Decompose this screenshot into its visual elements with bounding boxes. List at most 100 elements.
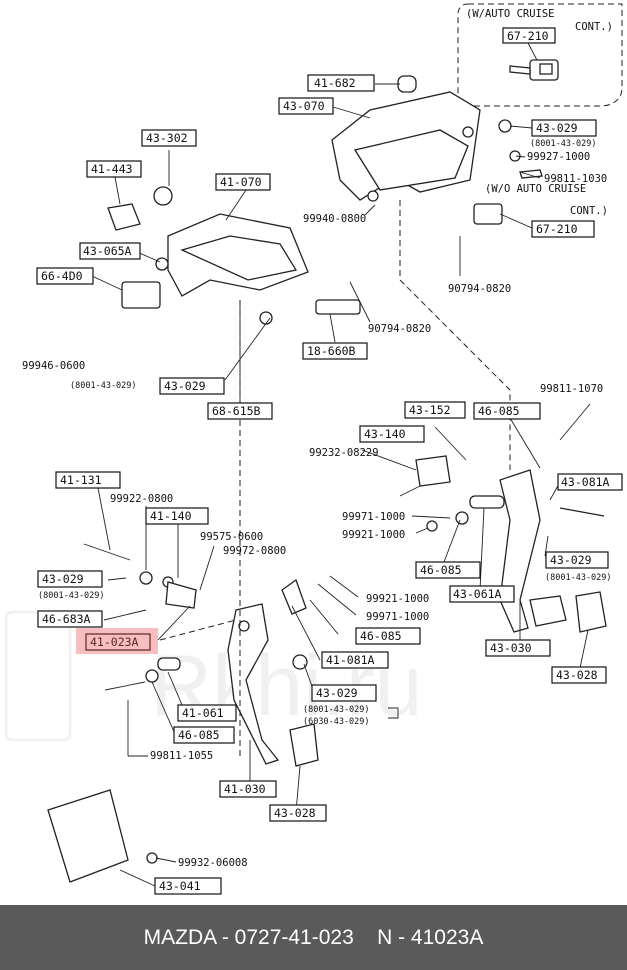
label-43-152: 43-152 xyxy=(404,401,466,419)
part-label: 41-030 xyxy=(224,782,266,796)
footer-caption: MAZDA - 0727-41-023 N - 41023A xyxy=(143,925,484,949)
part-label: 41-682 xyxy=(314,76,356,90)
part-note-6030: (6030-43-029) xyxy=(303,717,370,727)
part-label: 43-029 xyxy=(316,686,358,700)
label-41-140: 41-140 xyxy=(145,507,209,525)
part-label: 43-029 xyxy=(536,121,578,135)
part-label: 43-070 xyxy=(283,99,325,113)
label-43-028-a: 43-028 xyxy=(551,666,607,684)
label-41-443: 41-443 xyxy=(86,160,142,178)
part-note-8001-d: (8001-43-029) xyxy=(38,591,105,601)
part-label: 43-140 xyxy=(364,427,406,441)
part-number-99575: 99575-0600 xyxy=(200,531,263,543)
pedal-bracket xyxy=(107,186,361,325)
part-label: 41-081A xyxy=(326,653,375,667)
label-43-041: 43-041 xyxy=(154,877,222,895)
label-43-029-d: 43-029 xyxy=(37,570,103,588)
part-label: 41-131 xyxy=(60,473,102,487)
label-41-682: 41-682 xyxy=(307,74,375,92)
label-18-660B: 18-660B xyxy=(302,342,368,360)
part-number-99932: 99932-06008 xyxy=(178,857,248,869)
part-label: 43-029 xyxy=(164,379,206,393)
part-number-99927: 99927-1000 xyxy=(527,151,590,163)
part-note-8001-c: (8001-43-029) xyxy=(545,573,612,583)
label-68-615B: 68-615B xyxy=(207,402,273,420)
part-label: 43-028 xyxy=(274,806,316,820)
part-number-99946: 99946-0600 xyxy=(22,360,85,372)
part-label: 46-085 xyxy=(178,728,220,742)
highlighted-part-marker xyxy=(76,628,158,654)
part-number-99971-b: 99971-1000 xyxy=(366,611,429,623)
part-label: 46-085 xyxy=(478,404,520,418)
part-note-8001-a: (8001-43-029) xyxy=(70,381,137,391)
label-43-081A-a: 43-081A xyxy=(557,473,623,491)
part-number-99921-a: 99921-1000 xyxy=(342,529,405,541)
label-46-085-c: 46-085 xyxy=(355,627,421,645)
part-label: 46-085 xyxy=(360,629,402,643)
part-label: 43-041 xyxy=(159,879,201,893)
label-43-029-a: 43-029 xyxy=(159,377,225,395)
part-note-8001-e: (8001-43-029) xyxy=(303,705,370,715)
part-label: 43-029 xyxy=(42,572,84,586)
part-label: 43-028 xyxy=(556,668,598,682)
footer-bar: MAZDA - 0727-41-023 N - 41023A xyxy=(0,905,627,970)
auto-cruise-note-line2: CONT.) xyxy=(575,21,613,33)
part-number-99232: 99232-08229 xyxy=(309,447,379,459)
part-label: 43-061A xyxy=(453,587,502,601)
part-label: 41-023A xyxy=(90,635,139,649)
part-number-99940: 99940-0800 xyxy=(303,213,366,225)
label-43-061A: 43-061A xyxy=(449,585,515,603)
part-label: 18-660B xyxy=(307,344,356,358)
label-41-070: 41-070 xyxy=(215,173,271,191)
label-41-061: 41-061 xyxy=(177,704,237,722)
part-label: 68-615B xyxy=(212,404,261,418)
auto-cruise-inset: (W/AUTO CRUISE CONT.) 67-210 xyxy=(457,3,623,107)
label-43-070: 43-070 xyxy=(278,97,334,115)
auto-cruise-note-line1: (W/AUTO CRUISE xyxy=(466,8,555,20)
part-label: 41-061 xyxy=(182,706,224,720)
part-label: 43-030 xyxy=(490,641,532,655)
label-46-683A: 46-683A xyxy=(37,610,103,628)
part-label: 43-065A xyxy=(83,244,132,258)
part-number-90794-b: 90794-0820 xyxy=(448,283,511,295)
leader-lines xyxy=(91,83,589,887)
wo-auto-cruise-note-line2: CONT.) xyxy=(570,205,608,217)
part-label: 66-4D0 xyxy=(41,269,83,283)
label-43-029-e: 43-029 xyxy=(311,684,377,702)
part-label: 41-070 xyxy=(220,175,262,189)
part-number-90794-a: 90794-0820 xyxy=(368,323,431,335)
label-46-085-a: 46-085 xyxy=(473,402,541,420)
part-label: 46-085 xyxy=(420,563,462,577)
part-number-99971-a: 99971-1000 xyxy=(342,511,405,523)
upper-bracket-assembly xyxy=(331,75,543,225)
label-41-131: 41-131 xyxy=(55,471,121,489)
part-number-99921-b: 99921-1000 xyxy=(366,593,429,605)
label-43-030-a: 43-030 xyxy=(485,639,551,657)
label-41-030-b: 41-030 xyxy=(219,780,277,798)
part-number-99922: 99922-0800 xyxy=(110,493,173,505)
label-43-029-c: 43-029 xyxy=(545,551,609,569)
part-label-67210-auto: 67-210 xyxy=(507,29,549,43)
label-41-023A: 41-023A xyxy=(85,633,151,651)
part-number-99811-b: 99811-1070 xyxy=(540,383,603,395)
part-label: 43-302 xyxy=(146,131,188,145)
part-label: 43-081A xyxy=(561,475,610,489)
part-number-99811-a: 99811-1030 xyxy=(544,173,607,185)
part-number-99972: 99972-0800 xyxy=(223,545,286,557)
part-label: 43-152 xyxy=(409,403,451,417)
parts-diagram: Rkhi.ru (W/AUTO CRUISE CONT.) 67-210 (W/… xyxy=(4,3,623,895)
label-67-210-b: 67-210 xyxy=(531,220,595,238)
label-41-081A-b: 41-081A xyxy=(321,651,389,669)
label-46-085-d: 46-085 xyxy=(173,726,235,744)
part-label: 41-140 xyxy=(150,509,192,523)
part-note-8001-b: (8001-43-029) xyxy=(530,139,597,149)
part-label: 67-210 xyxy=(536,222,578,236)
part-number-99811-c: 99811-1055 xyxy=(150,750,213,762)
label-43-302: 43-302 xyxy=(141,129,197,147)
part-label: 43-029 xyxy=(550,553,592,567)
label-46-085-b: 46-085 xyxy=(415,561,481,579)
label-66-4D0: 66-4D0 xyxy=(36,267,94,285)
part-label: 41-443 xyxy=(91,162,133,176)
wo-auto-cruise-note-line1: (W/O AUTO CRUISE xyxy=(485,183,586,195)
label-43-065A: 43-065A xyxy=(79,242,141,260)
